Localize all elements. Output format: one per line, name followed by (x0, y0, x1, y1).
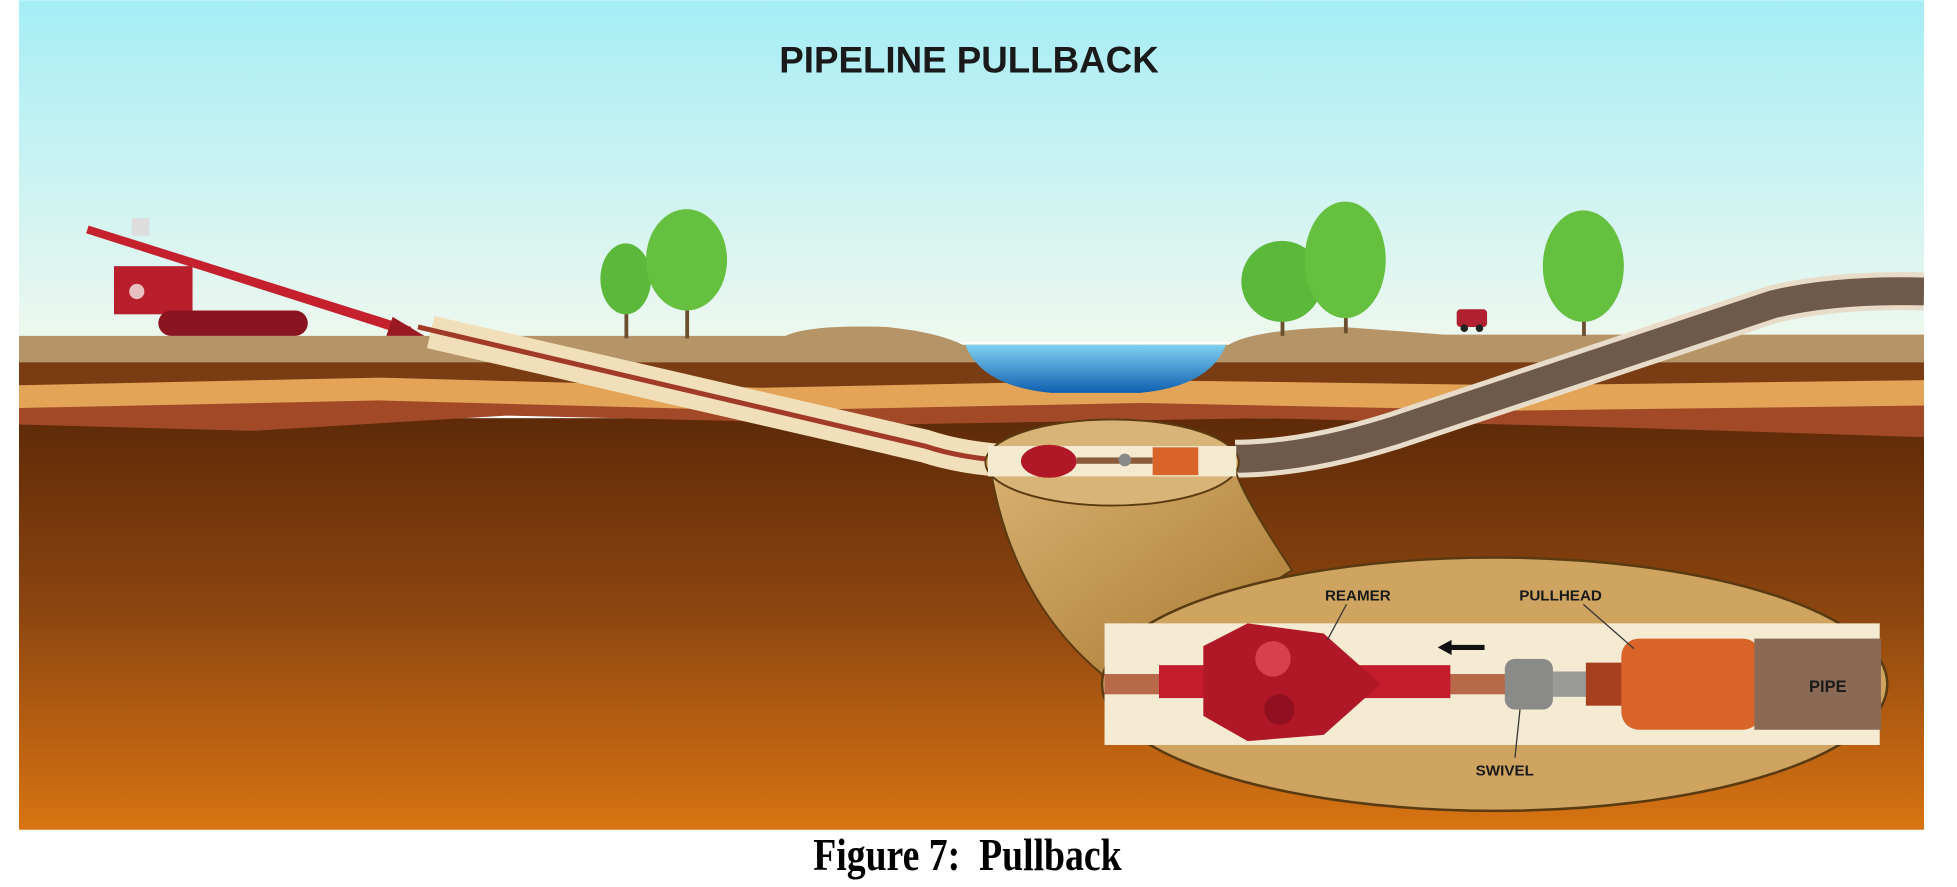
tree-icon (1542, 210, 1624, 336)
reamer-icon (1159, 623, 1451, 742)
pullhead-icon (1585, 638, 1881, 730)
label-pullhead: PULLHEAD (1519, 588, 1602, 605)
pull-direction-arrow-icon (1437, 639, 1485, 656)
tree-icon (1304, 201, 1386, 334)
drill-rig-icon (86, 218, 425, 336)
tree-icon (600, 243, 652, 339)
swivel-leader (1514, 709, 1521, 758)
label-pipe: PIPE (1809, 678, 1847, 696)
soil-layer-dark (19, 357, 1925, 388)
title: PIPELINE PULLBACK (779, 39, 1159, 80)
pullhead-leader (1582, 603, 1635, 650)
tree-icon (646, 209, 728, 339)
label-reamer: REAMER (1325, 588, 1391, 605)
figure-caption: Figure 7: Pullback (813, 829, 1122, 880)
small-reamer-icon (1020, 444, 1199, 478)
label-swivel: SWIVEL (1476, 762, 1534, 779)
car-icon (1456, 309, 1488, 333)
tree-icon (1241, 240, 1323, 336)
reamer-leader (1326, 604, 1348, 641)
pond (965, 344, 1227, 393)
pipeline-body (1234, 277, 1925, 473)
